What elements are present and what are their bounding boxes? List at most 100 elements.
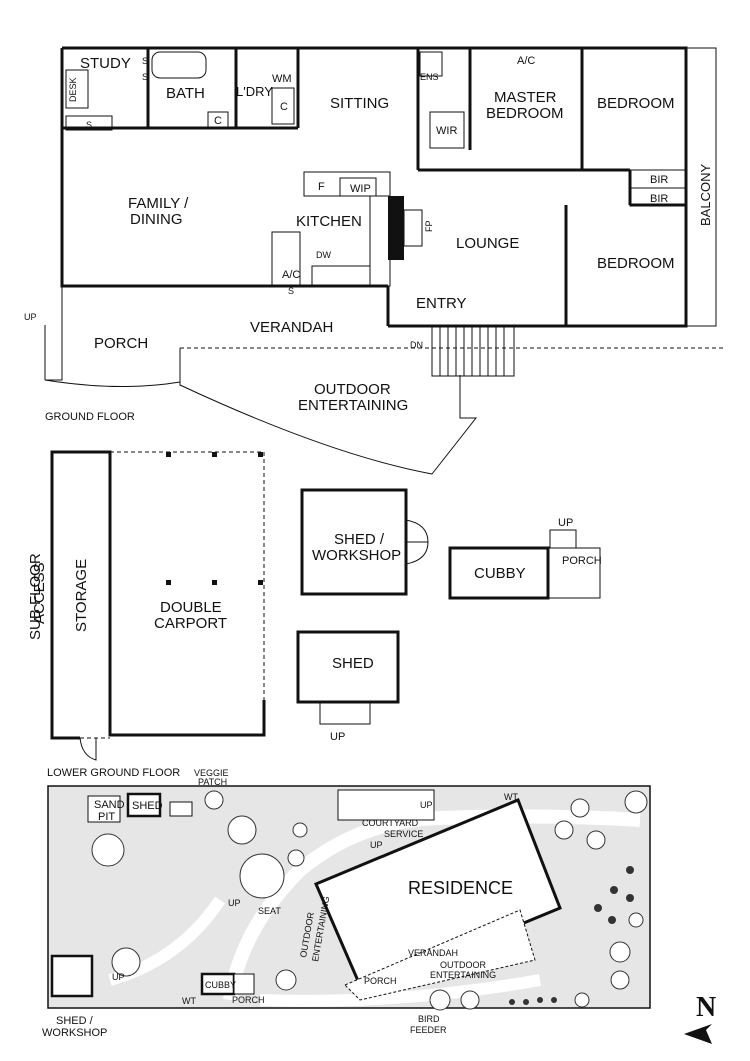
balcony: [685, 47, 717, 327]
site-cubby-porch: [233, 973, 255, 995]
label-cubby-up: UP: [558, 517, 573, 529]
label-site-shed-workshop-2: WORKSHOP: [42, 1027, 107, 1039]
label-feeder: FEEDER: [410, 1025, 447, 1035]
label-c-ldry: C: [280, 101, 288, 113]
label-fp: FP: [424, 220, 434, 232]
tree: [628, 912, 644, 928]
outer-wall-east: [62, 46, 688, 328]
label-cubby: CUBBY: [474, 565, 526, 582]
tree: [460, 990, 480, 1010]
label-bir-2: BIR: [650, 193, 668, 205]
label-dining: DINING: [130, 211, 183, 228]
label-porch: PORCH: [94, 335, 148, 352]
tree: [227, 815, 257, 845]
label-desk: DESK: [68, 77, 78, 102]
label-outdoor: OUTDOOR: [314, 381, 391, 398]
label-fridge: F: [318, 181, 325, 193]
desk: [65, 69, 89, 109]
label-laundry: L'DRY: [236, 84, 273, 99]
ens-shower: [419, 51, 443, 77]
tree: [554, 820, 574, 840]
label-c-bath: C: [214, 115, 222, 127]
label-wm: WM: [272, 73, 292, 85]
sand-pit: [87, 795, 121, 823]
label-entertaining: ENTERTAINING: [298, 397, 408, 414]
tree: [609, 941, 631, 963]
site-shed: [126, 792, 162, 818]
label-wt-top: WT: [504, 792, 518, 802]
caption-ground-floor: GROUND FLOOR: [45, 411, 135, 423]
label-bedroom-se: BEDROOM: [597, 255, 675, 272]
label-shed: SHED: [332, 655, 374, 672]
label-site-porch: PORCH: [364, 976, 397, 986]
label-bath: BATH: [166, 85, 205, 102]
study-shelf: [65, 115, 113, 131]
tree: [574, 992, 590, 1008]
label-balcony: BALCONY: [698, 164, 713, 226]
tree: [287, 849, 305, 867]
tree: [429, 989, 451, 1011]
label-site-shed-workshop-1: SHED /: [56, 1015, 94, 1027]
label-s-a: S: [142, 56, 148, 66]
label-up-sw: UP: [112, 972, 125, 982]
caption-lower-ground-floor: LOWER GROUND FLOOR: [47, 767, 180, 779]
label-sand: SAND: [94, 799, 125, 811]
label-site-outdoor: OUTDOOR: [440, 960, 486, 970]
outer-wall-west: [60, 48, 388, 288]
tree: [111, 947, 141, 977]
label-site-entertaining: ENTERTAINING: [430, 970, 496, 980]
porch-west-edge: [45, 286, 63, 381]
label-wt-bottom: WT: [182, 996, 196, 1006]
north-arrow-icon: [684, 1024, 712, 1044]
label-double: DOUBLE: [160, 599, 222, 616]
label-cubby-porch: PORCH: [562, 555, 602, 567]
label-wip: WIP: [350, 183, 371, 195]
porch-curve: [44, 379, 181, 388]
label-up-mid: UP: [370, 840, 383, 850]
label-bir-1: BIR: [650, 174, 668, 186]
kitchen-bench-s: [311, 265, 371, 287]
label-lounge: LOUNGE: [456, 235, 519, 252]
label-carport: CARPORT: [154, 615, 227, 632]
fireplace: [388, 196, 404, 260]
tree: [292, 822, 308, 838]
label-ac-kitchen: A/C: [282, 269, 300, 281]
tree: [91, 833, 125, 867]
label-sub-floor: SUB FLOOR: [27, 553, 44, 640]
label-storage: STORAGE: [73, 559, 90, 632]
wir-box: [429, 111, 465, 149]
label-up-left: UP: [228, 898, 241, 908]
label-master-bedroom: BEDROOM: [486, 105, 564, 122]
entry-stairs: [431, 325, 515, 377]
site-plan: SAND PIT SHED VEGGIE PATCH WT UP COURTYA…: [42, 768, 651, 1039]
label-shed-up: UP: [330, 731, 345, 743]
label-sitting: SITTING: [330, 95, 389, 112]
tree: [570, 798, 590, 818]
label-verandah: VERANDAH: [250, 319, 333, 336]
label-courtyard: COURTYARD: [362, 818, 419, 828]
kitchen-bench-n: [303, 171, 391, 197]
tree: [204, 790, 224, 810]
label-site-verandah: VERANDAH: [408, 948, 458, 958]
tree: [239, 853, 285, 899]
c-cupboard: [271, 87, 295, 125]
north-arrow: N: [684, 992, 716, 1044]
label-dw: DW: [316, 250, 331, 260]
label-entry: ENTRY: [416, 295, 467, 312]
label-dn: DN: [410, 340, 423, 350]
bath-tub: [151, 51, 207, 79]
label-access: ACCESS: [31, 562, 48, 624]
label-s-study: S: [86, 120, 92, 130]
label-bedroom-ne: BEDROOM: [597, 95, 675, 112]
courtyard: [337, 789, 435, 821]
label-patch: PATCH: [198, 777, 227, 787]
label-s-b: S: [142, 72, 148, 82]
label-bird: BIRD: [418, 1014, 440, 1024]
label-site-shed: SHED: [132, 800, 163, 812]
ground-floor: STUDY DESK S S S BATH C L'DRY WM C SITTI…: [24, 46, 725, 475]
label-shed-workshop-1: SHED /: [334, 531, 385, 548]
wip-box: [339, 177, 377, 197]
tree: [624, 790, 648, 814]
label-s-kitchen: S: [288, 286, 294, 296]
